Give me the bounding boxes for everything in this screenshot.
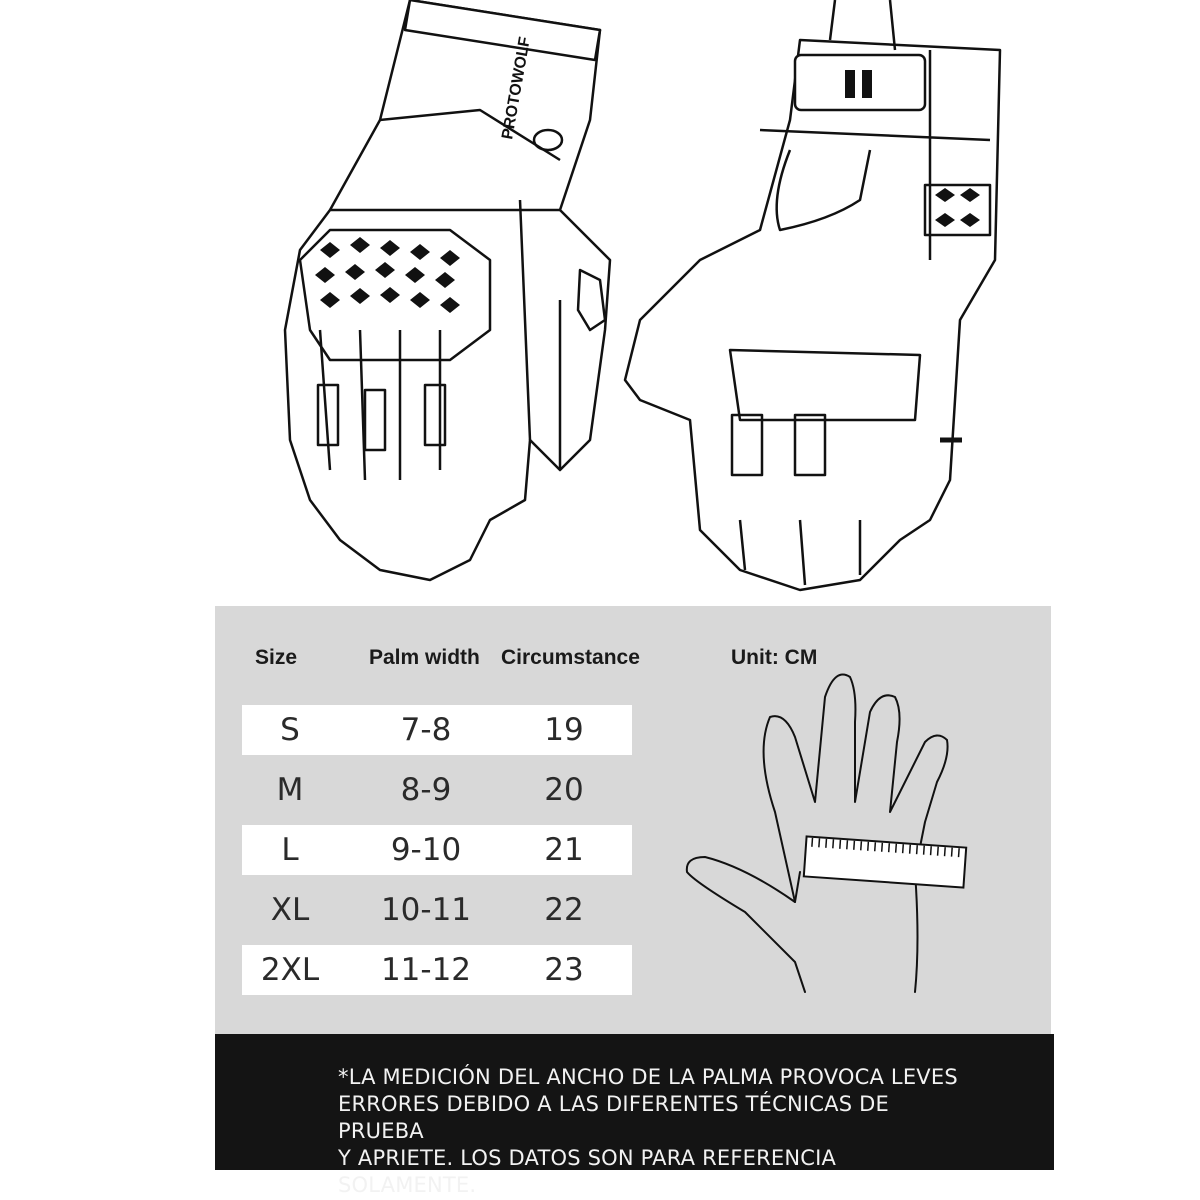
size-cell: S (280, 712, 300, 748)
disclaimer-line: Y APRIETE. LOS DATOS SON PARA REFERENCIA… (338, 1146, 837, 1197)
circumstance-cell: 21 (544, 832, 584, 868)
palm-width-cell: 10-11 (380, 892, 472, 928)
palm-width-cell: 11-12 (380, 952, 472, 988)
size-cell: XL (270, 892, 310, 928)
table-row: XL 10-11 22 (242, 885, 632, 935)
header-size: Size (255, 646, 298, 669)
unit-label: Unit: CM (731, 646, 818, 669)
table-row: 2XL 11-12 23 (242, 945, 632, 995)
header-palm-width: Palm width (369, 646, 480, 669)
size-table: S 7-8 19 M 8-9 20 L 9-10 21 XL 10-11 22 … (242, 705, 632, 1005)
table-row: L 9-10 21 (242, 825, 632, 875)
glove-illustration: PROTOWOLF (283, 0, 1002, 592)
palm-width-cell: 8-9 (400, 772, 452, 808)
circumstance-cell: 22 (544, 892, 584, 928)
disclaimer-line: ERRORES DEBIDO A LAS DIFERENTES TÉCNICAS… (338, 1092, 889, 1143)
palm-width-cell: 9-10 (390, 832, 462, 868)
circumstance-cell: 20 (544, 772, 584, 808)
table-row: M 8-9 20 (242, 765, 632, 815)
hand-measurement-icon (685, 673, 968, 993)
table-row: S 7-8 19 (242, 705, 632, 755)
size-cell: 2XL (260, 952, 320, 988)
size-cell: L (281, 832, 299, 868)
circumstance-cell: 23 (544, 952, 584, 988)
size-cell: M (276, 772, 304, 808)
disclaimer-text: *LA MEDICIÓN DEL ANCHO DE LA PALMA PROVO… (338, 1064, 978, 1199)
header-circumstance: Circumstance (501, 646, 640, 669)
size-chart-panel: Size Palm width Circumstance Unit: CM S … (215, 606, 1051, 1034)
palm-width-cell: 7-8 (400, 712, 452, 748)
disclaimer-panel: *LA MEDICIÓN DEL ANCHO DE LA PALMA PROVO… (215, 1034, 1054, 1197)
circumstance-cell: 19 (544, 712, 584, 748)
back-glove-drawing (283, 0, 612, 582)
disclaimer-line: *LA MEDICIÓN DEL ANCHO DE LA PALMA PROVO… (338, 1065, 958, 1089)
palm-glove-drawing (623, 0, 1002, 592)
